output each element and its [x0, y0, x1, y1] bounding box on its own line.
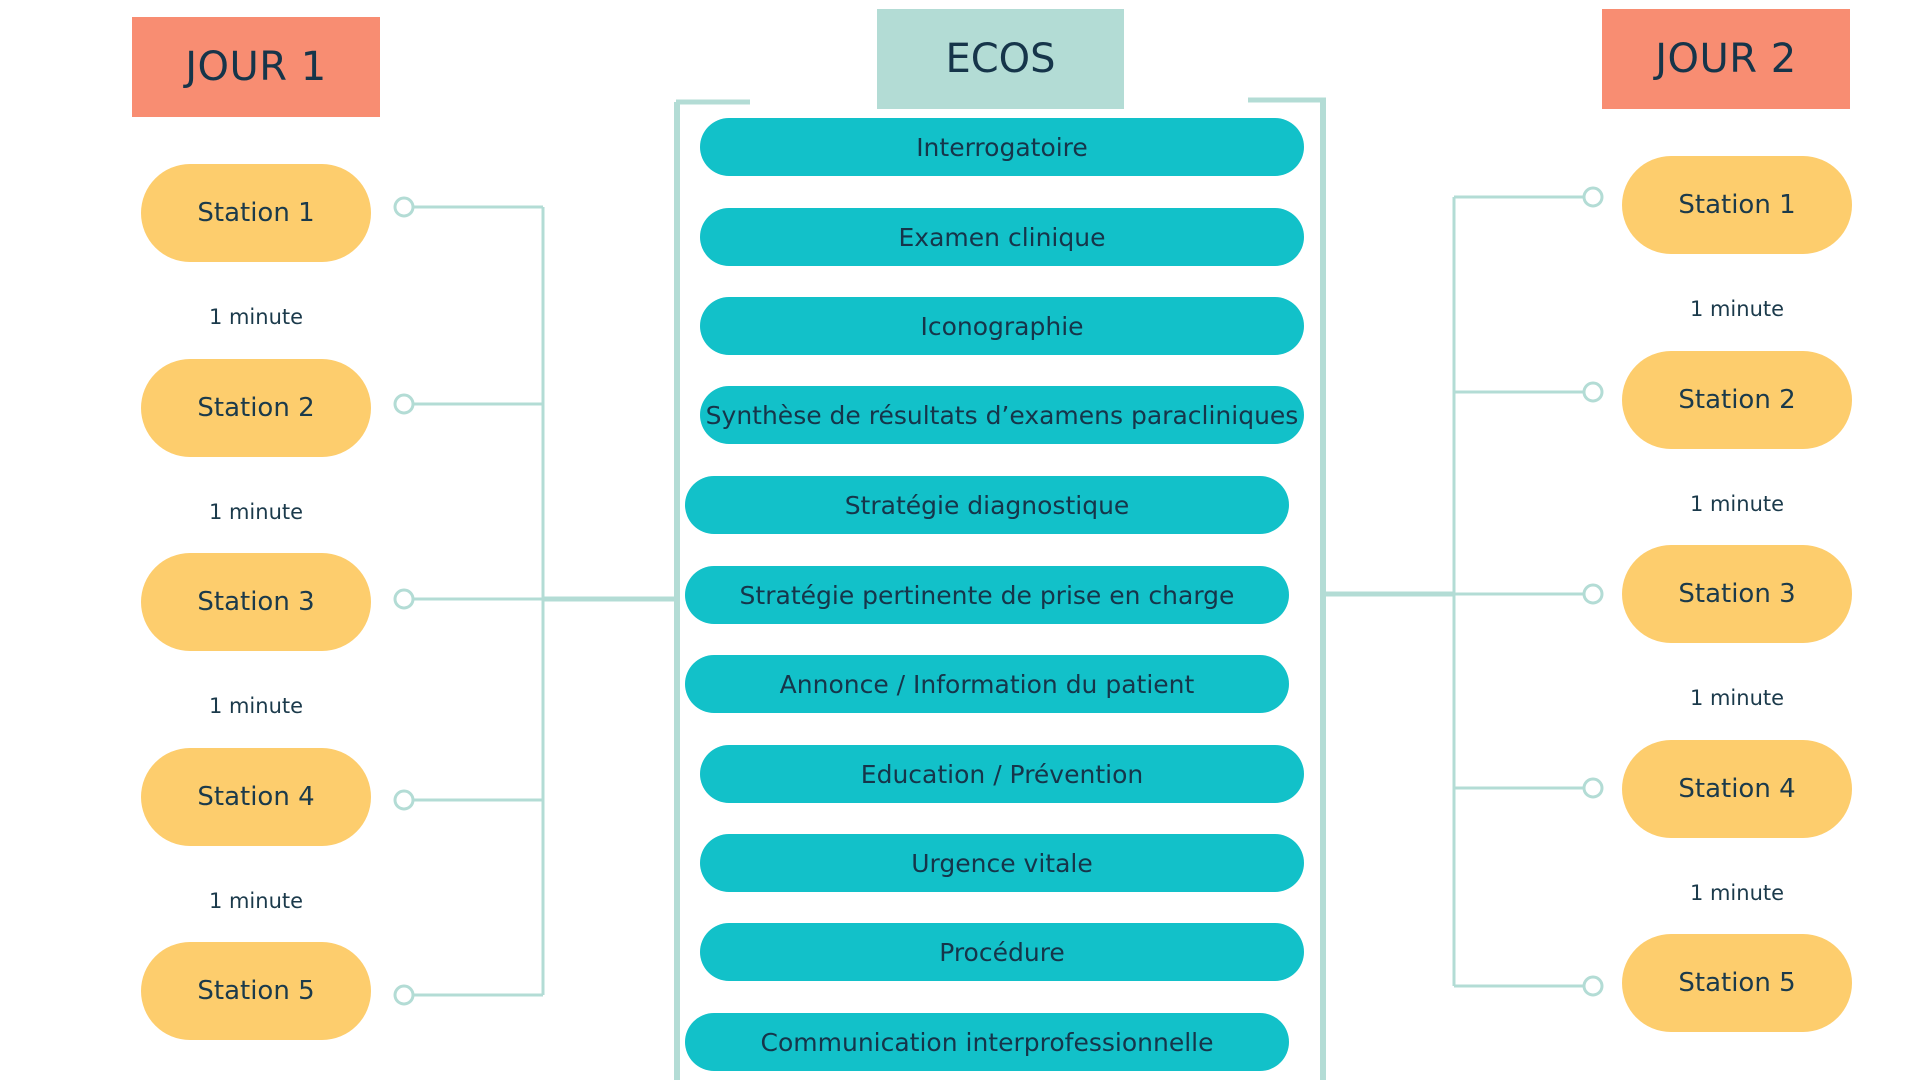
day1-station-4: Station 4	[141, 748, 371, 846]
day1-station-2: Station 2	[141, 359, 371, 457]
day1-station-3: Station 3	[141, 553, 371, 651]
ecos-header: ECOS	[877, 9, 1124, 109]
day2-break-2: 1 minute	[1689, 492, 1785, 516]
ecos-item-iconographie: Iconographie	[700, 297, 1304, 355]
ecos-item-communication: Communication interprofessionnelle	[685, 1013, 1289, 1071]
day1-break-4: 1 minute	[208, 889, 304, 913]
day1-break-2: 1 minute	[208, 500, 304, 524]
day2-break-4: 1 minute	[1689, 881, 1785, 905]
ecos-item-synthese: Synthèse de résultats d’examens paraclin…	[700, 386, 1304, 444]
day1-connector-node-3	[393, 588, 415, 610]
day1-header: JOUR 1	[132, 17, 380, 117]
day2-connector-node-3	[1582, 583, 1604, 605]
day1-connector-node-4	[393, 789, 415, 811]
day2-station-2: Station 2	[1622, 351, 1852, 449]
day2-break-3: 1 minute	[1689, 686, 1785, 710]
day1-station-1: Station 1	[141, 164, 371, 262]
day2-connector-node-2	[1582, 381, 1604, 403]
day2-break-1: 1 minute	[1689, 297, 1785, 321]
day2-station-4: Station 4	[1622, 740, 1852, 838]
day1-connector-node-2	[393, 393, 415, 415]
ecos-item-interrogatoire: Interrogatoire	[700, 118, 1304, 176]
ecos-item-education: Education / Prévention	[700, 745, 1304, 803]
day1-break-1: 1 minute	[208, 305, 304, 329]
day2-connector-node-5	[1582, 975, 1604, 997]
day1-station-5: Station 5	[141, 942, 371, 1040]
day1-connector-node-5	[393, 984, 415, 1006]
day2-connector-node-1	[1582, 186, 1604, 208]
day1-break-3: 1 minute	[208, 694, 304, 718]
ecos-item-procedure: Procédure	[700, 923, 1304, 981]
day2-connector-node-4	[1582, 777, 1604, 799]
day2-header: JOUR 2	[1602, 9, 1850, 109]
ecos-item-examen-clinique: Examen clinique	[700, 208, 1304, 266]
day1-connector-node-1	[393, 196, 415, 218]
ecos-item-annonce: Annonce / Information du patient	[685, 655, 1289, 713]
day2-station-3: Station 3	[1622, 545, 1852, 643]
day2-station-1: Station 1	[1622, 156, 1852, 254]
ecos-item-strategie-diagnostique: Stratégie diagnostique	[685, 476, 1289, 534]
ecos-item-strategie-prise-en-charge: Stratégie pertinente de prise en charge	[685, 566, 1289, 624]
ecos-item-urgence-vitale: Urgence vitale	[700, 834, 1304, 892]
day2-station-5: Station 5	[1622, 934, 1852, 1032]
